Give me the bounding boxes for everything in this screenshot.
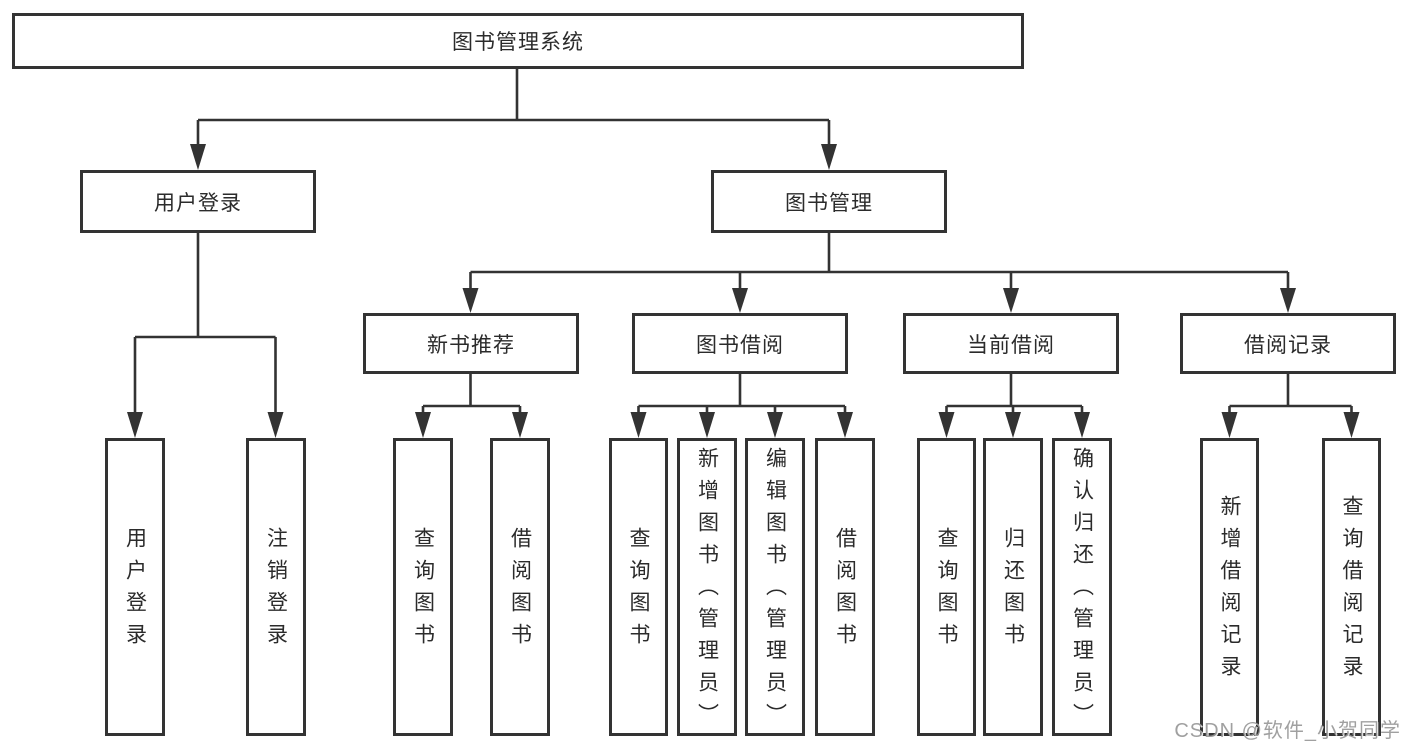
leaf-return-books: 归还图书 — [983, 438, 1043, 736]
leaf-query-borrow-record: 查询借阅记录 — [1322, 438, 1381, 736]
leaf-add-books-admin: 新增图书（管理员） — [677, 438, 737, 736]
leaf-borrow-books: 借阅图书 — [815, 438, 875, 736]
leaf-confirm-return-admin: 确认归还（管理员） — [1052, 438, 1112, 736]
leaf-borrow-books-recommend: 借阅图书 — [490, 438, 550, 736]
leaf-edit-books-admin: 编辑图书（管理员） — [745, 438, 805, 736]
leaf-query-books-recommend: 查询图书 — [393, 438, 453, 736]
leaf-user-login: 用户登录 — [105, 438, 165, 736]
node-new-book-recommendation: 新书推荐 — [363, 313, 579, 374]
leaf-query-books-borrow: 查询图书 — [609, 438, 668, 736]
arrowhead-icons — [127, 144, 1360, 438]
leaf-logout: 注销登录 — [246, 438, 306, 736]
leaf-query-books-current: 查询图书 — [917, 438, 976, 736]
node-borrowing-records: 借阅记录 — [1180, 313, 1396, 374]
node-book-borrowing: 图书借阅 — [632, 313, 848, 374]
node-user-login: 用户登录 — [80, 170, 316, 233]
leaf-add-borrow-record: 新增借阅记录 — [1200, 438, 1259, 736]
node-book-management: 图书管理 — [711, 170, 947, 233]
node-library-management-system: 图书管理系统 — [12, 13, 1024, 69]
node-current-borrowing: 当前借阅 — [903, 313, 1119, 374]
